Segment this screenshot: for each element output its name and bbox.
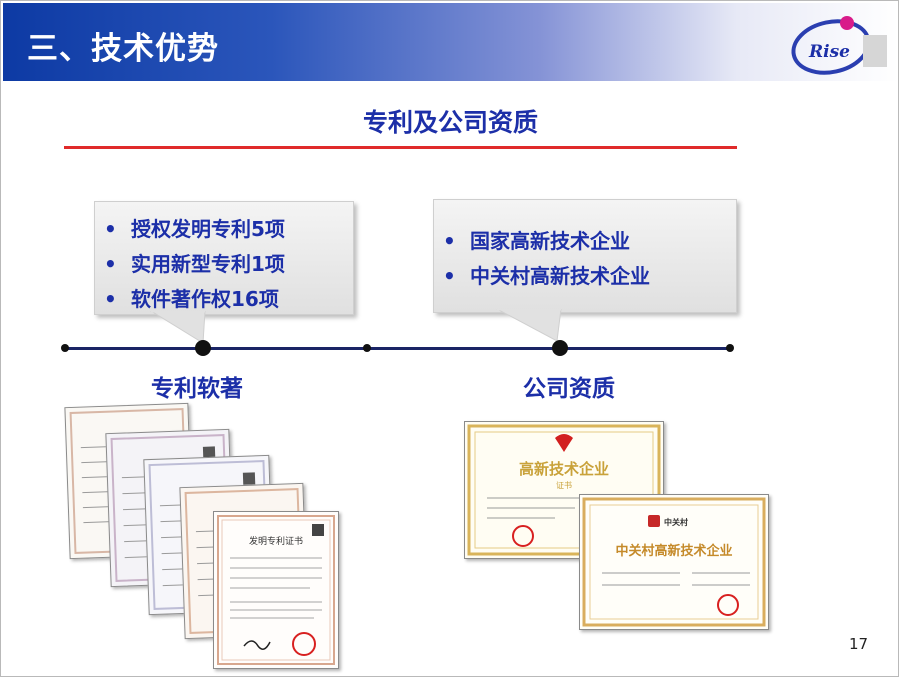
header-bar: 三、技术优势 — [3, 3, 898, 81]
patent-callout: • 授权发明专利5项 • 实用新型专利1项 • 软件著作权16项 — [94, 201, 354, 315]
timeline-line — [64, 347, 730, 350]
list-item: • 软件著作权16项 — [95, 282, 353, 317]
list-item: • 授权发明专利5项 — [95, 212, 353, 247]
list-item: • 国家高新技术企业 — [434, 224, 736, 259]
logo-text: Rise — [808, 42, 850, 62]
zhongguancun-certificate: 中关村 中关村高新技术企业 — [579, 494, 769, 630]
qualification-callout: • 国家高新技术企业 • 中关村高新技术企业 — [433, 199, 737, 313]
bullet-icon: • — [443, 229, 456, 253]
certificate-title: 中关村高新技术企业 — [615, 543, 732, 559]
red-divider — [64, 146, 737, 149]
section-subtitle: 专利及公司资质 — [362, 108, 538, 137]
bullet-icon: • — [443, 264, 456, 288]
certificate-image: 中关村 中关村高新技术企业 — [582, 497, 766, 627]
patent-certificate-front: 发明专利证书 — [213, 511, 339, 669]
certificate-image: 发明专利证书 — [217, 515, 335, 665]
callout-pointer — [496, 309, 562, 342]
page-title: 三、技术优势 — [27, 31, 219, 67]
bullet-icon: • — [104, 287, 117, 311]
certificate-subtitle: 证书 — [556, 480, 572, 490]
section-label-patents: 专利软著 — [151, 376, 243, 402]
certificate-title: 高新技术企业 — [519, 460, 609, 478]
callout-text: 中关村高新技术企业 — [470, 264, 650, 288]
timeline-dot — [61, 344, 69, 352]
list-item: • 实用新型专利1项 — [95, 247, 353, 282]
callout-pointer — [150, 311, 206, 344]
section-label-qualifications: 公司资质 — [523, 376, 615, 402]
callout-text: 实用新型专利1项 — [131, 252, 285, 276]
timeline-node — [552, 340, 568, 356]
timeline-dot — [726, 344, 734, 352]
timeline-node — [195, 340, 211, 356]
company-logo: Rise — [791, 16, 887, 75]
callout-text: 授权发明专利5项 — [131, 217, 285, 241]
callout-text: 软件著作权16项 — [131, 287, 279, 311]
certificate-brand: 中关村 — [664, 517, 688, 527]
page-number: 17 — [849, 635, 869, 653]
certificate-image: 高新技术企业 证书 — [467, 424, 661, 556]
list-item: • 中关村高新技术企业 — [434, 259, 736, 294]
bullet-icon: • — [104, 252, 117, 276]
callout-text: 国家高新技术企业 — [470, 229, 630, 253]
certificate-title: 发明专利证书 — [249, 535, 303, 547]
timeline-dot — [363, 344, 371, 352]
bullet-icon: • — [104, 217, 117, 241]
